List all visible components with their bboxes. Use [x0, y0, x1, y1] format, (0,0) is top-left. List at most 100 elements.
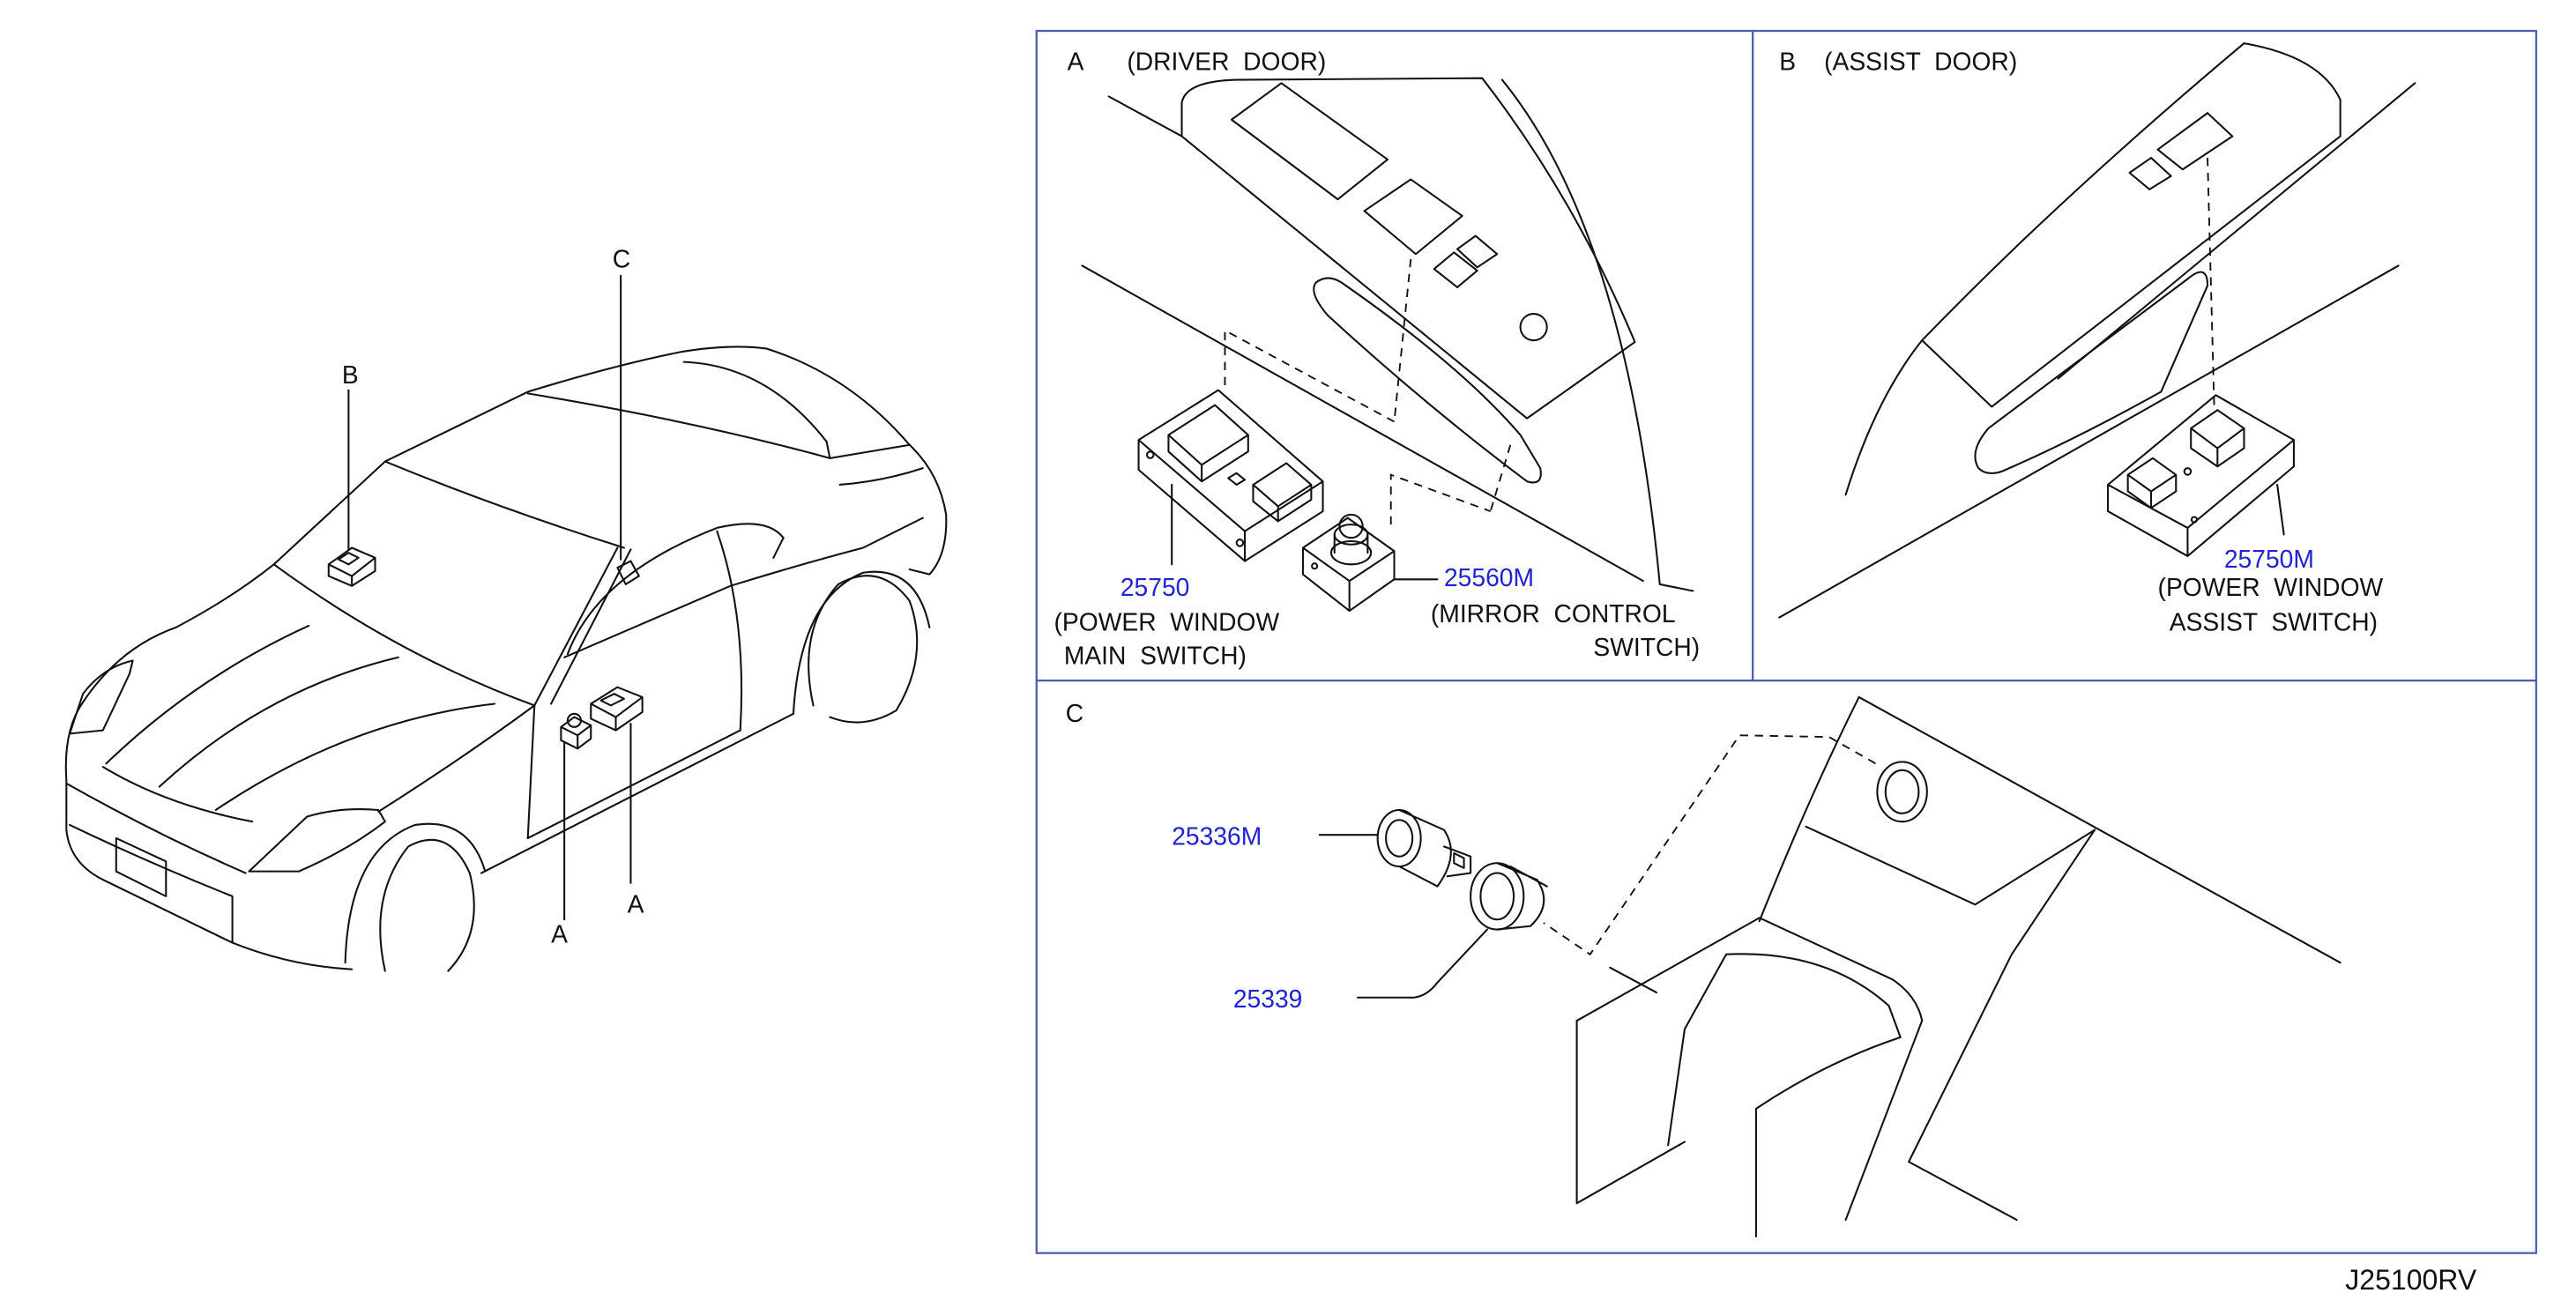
door-cut-lines [526, 530, 743, 840]
front-fender-line [377, 704, 536, 813]
diagram-code: J25100RV [2345, 1264, 2477, 1296]
hood-front-edge [101, 765, 254, 823]
power-window-main-switch-drawing [1137, 389, 1324, 562]
front-grille [65, 782, 247, 944]
socket-hole-outer [1876, 761, 1928, 823]
assist-switch-hole [2183, 467, 2193, 476]
assist-switch-openings [2128, 112, 2234, 190]
rear-wheel-arch [792, 570, 931, 715]
rear-glass [526, 360, 831, 459]
assist-door-upper-line [2057, 82, 2416, 380]
vehicle-callout-a-window: A [628, 890, 644, 918]
front-fender-left [82, 563, 275, 703]
small-switch-openings [1433, 234, 1499, 288]
a-pillar-left [272, 460, 386, 566]
assist-switch-housing [2107, 394, 2295, 557]
front-bumper-outline [64, 701, 354, 970]
assist-door-lower-line [1778, 264, 2400, 619]
windshield-cowl [272, 563, 536, 707]
armrest-switch-panel [1180, 77, 1636, 420]
socket-ring-drawing [1470, 862, 1548, 931]
door-bottom [526, 729, 741, 840]
power-window-assist-switch-drawing [2107, 394, 2295, 557]
rear-deck [829, 443, 948, 576]
part-description-25750-line1: (POWER WINDOW [1054, 608, 1280, 636]
left-headlight [69, 659, 134, 735]
assist-door-trim-curve [1844, 42, 2245, 496]
part-description-25750-line2: MAIN SWITCH) [1064, 641, 1247, 669]
main-switch-install-guide [1224, 258, 1412, 423]
license-plate [115, 836, 168, 897]
main-switch-lock-button [1227, 472, 1247, 486]
front-tire [379, 838, 475, 972]
door-trim-upper-line [1107, 95, 1183, 137]
panel-b-illustration [1778, 42, 2416, 619]
assist-switch-button-rear [2190, 409, 2245, 468]
console-lower-front [1575, 917, 1924, 1205]
console-right-side [1908, 829, 2096, 1222]
door-pull-recess [1313, 277, 1542, 484]
lock-knob-hole [1519, 313, 1548, 342]
rocker-panel [480, 712, 794, 874]
mirror-control-switch-drawing [1301, 513, 1396, 613]
assist-switch-button-front [2126, 457, 2178, 509]
panel-b-label: B [1779, 47, 1796, 75]
hood-creases [105, 624, 496, 812]
vehicle-callout-b: B [342, 360, 359, 389]
rear-tire [808, 575, 919, 724]
door-trim-lower-line [1081, 264, 1644, 583]
part-number-25336m[interactable]: 25336M [1172, 822, 1262, 851]
socket-location [616, 560, 640, 585]
panel-c-illustration [1318, 695, 2341, 1237]
side-window [566, 523, 785, 656]
mirror-switch-location [560, 716, 592, 750]
window-switch-location [590, 686, 644, 732]
mirror-switch-housing [1301, 517, 1396, 613]
detail-frame-border [1035, 29, 2537, 1254]
mirror-switch-knob [566, 712, 582, 728]
part-description-25560m-line1: (MIRROR CONTROL [1431, 599, 1676, 628]
panel-a-illustration [1081, 77, 1694, 613]
assist-door-pull [1974, 271, 2209, 475]
assist-armrest-panel [1921, 42, 2341, 408]
socket-hole-inner [1884, 769, 1920, 814]
vehicle-illustration [64, 274, 948, 972]
panel-c-label: C [1066, 699, 1083, 727]
part-description-25750m-line2: ASSIST SWITCH) [2170, 608, 2378, 636]
windshield-top [383, 460, 625, 549]
front-wheel-arch [344, 822, 486, 964]
part-number-25339[interactable]: 25339 [1233, 985, 1303, 1013]
console-side-curve [1844, 1020, 1924, 1222]
part-description-25560m-line2: SWITCH) [1593, 633, 1700, 661]
a-pillar-right [533, 546, 632, 707]
socket-tab [1453, 851, 1465, 869]
console-small-edge [1609, 966, 1658, 994]
socket-face-outer [1376, 808, 1422, 868]
ring-body [1496, 862, 1548, 931]
assist-switch-install-guide [2207, 158, 2215, 405]
assist-switch-location [327, 546, 376, 587]
socket-install-guide [1543, 734, 1876, 956]
ring-face-inner [1479, 872, 1515, 921]
panel-a-title: (DRIVER DOOR) [1127, 47, 1326, 75]
part-number-25750[interactable]: 25750 [1120, 573, 1190, 601]
console-back-edge [1858, 695, 2341, 964]
main-switch-button-left [1167, 404, 1249, 483]
mirror-switch-opening [1363, 178, 1463, 256]
part-number-25560m[interactable]: 25560M [1444, 563, 1534, 591]
socket-ring-leader [1357, 928, 1488, 999]
main-switch-screw-right [1235, 539, 1245, 547]
mirror-switch-knob-top [1333, 524, 1369, 546]
assist-switch-screw [2190, 516, 2199, 524]
vehicle-callout-a-mirror: A [551, 920, 568, 948]
mirror-switch-install-guide [1389, 444, 1512, 525]
door-edge [1500, 78, 1694, 592]
part-number-25750m[interactable]: 25750M [2224, 545, 2314, 573]
socket-body [1398, 808, 1472, 888]
main-switch-screw-left [1145, 450, 1155, 459]
main-switch-opening [1230, 82, 1389, 201]
panel-a-label: A [1068, 47, 1084, 75]
mirror-switch-knob-ball [1338, 513, 1364, 539]
console-left-slope [1758, 695, 1860, 923]
socket-face-inner [1385, 819, 1414, 858]
